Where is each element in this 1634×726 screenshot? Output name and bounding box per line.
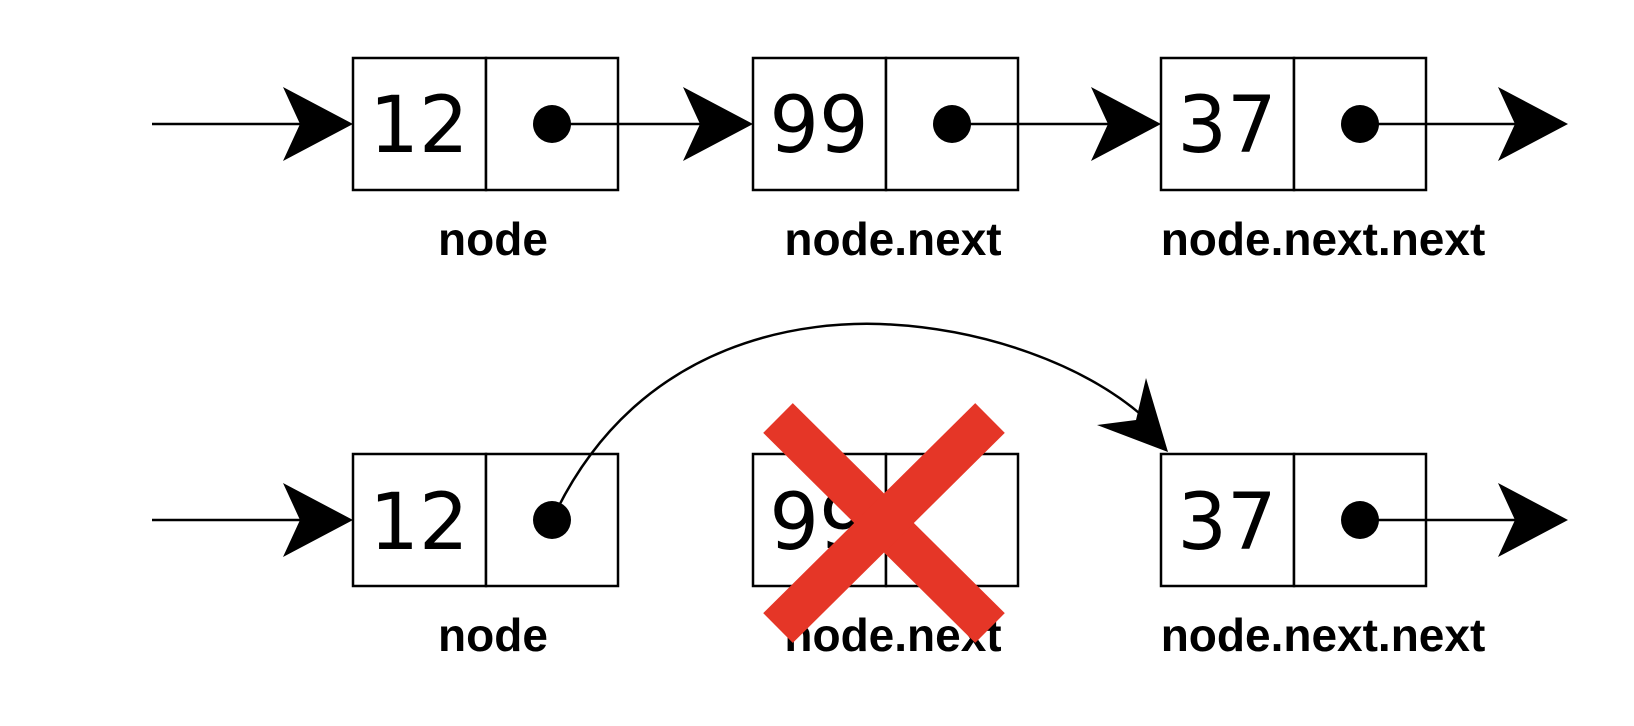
next-pointer-arrow [952, 87, 1161, 161]
node-label: node [438, 609, 548, 661]
x-stroke [763, 403, 1005, 643]
node-value: 12 [369, 81, 468, 171]
bypass-pointer-arrow [550, 322, 1168, 521]
next-pointer-arrow [1360, 483, 1568, 557]
node-value: 99 [769, 81, 868, 171]
list-before-deletion: 12 node 99 node.next 37 node.next.next [152, 56, 1568, 265]
list-node: 37 node.next.next [1159, 452, 1486, 661]
node-value: 37 [1177, 81, 1276, 171]
removal-x-mark [763, 403, 1005, 643]
next-pointer-arrow [1360, 87, 1568, 161]
node-label: node.next.next [1161, 213, 1486, 265]
list-after-deletion: 12 node 99 node.next 37 node.next. [152, 322, 1568, 661]
removed-list-node: 99 node.next [751, 403, 1020, 661]
node-value-cell [751, 56, 888, 192]
node-value-cell [1159, 56, 1296, 192]
next-pointer-arrow [552, 87, 753, 161]
list-node: 99 node.next [751, 56, 1020, 265]
node-label: node [438, 213, 548, 265]
list-node: 37 node.next.next [1159, 56, 1486, 265]
node-value-cell [1159, 452, 1296, 588]
list-node: 12 node [351, 56, 620, 265]
head-pointer-arrow [152, 483, 353, 557]
head-pointer-arrow [152, 87, 353, 161]
node-value: 37 [1177, 478, 1276, 568]
node-label: node.next.next [1161, 609, 1486, 661]
node-label: node.next [784, 213, 1001, 265]
node-value-cell [351, 452, 488, 588]
node-value: 12 [369, 478, 468, 568]
list-node: 12 node [351, 452, 620, 661]
